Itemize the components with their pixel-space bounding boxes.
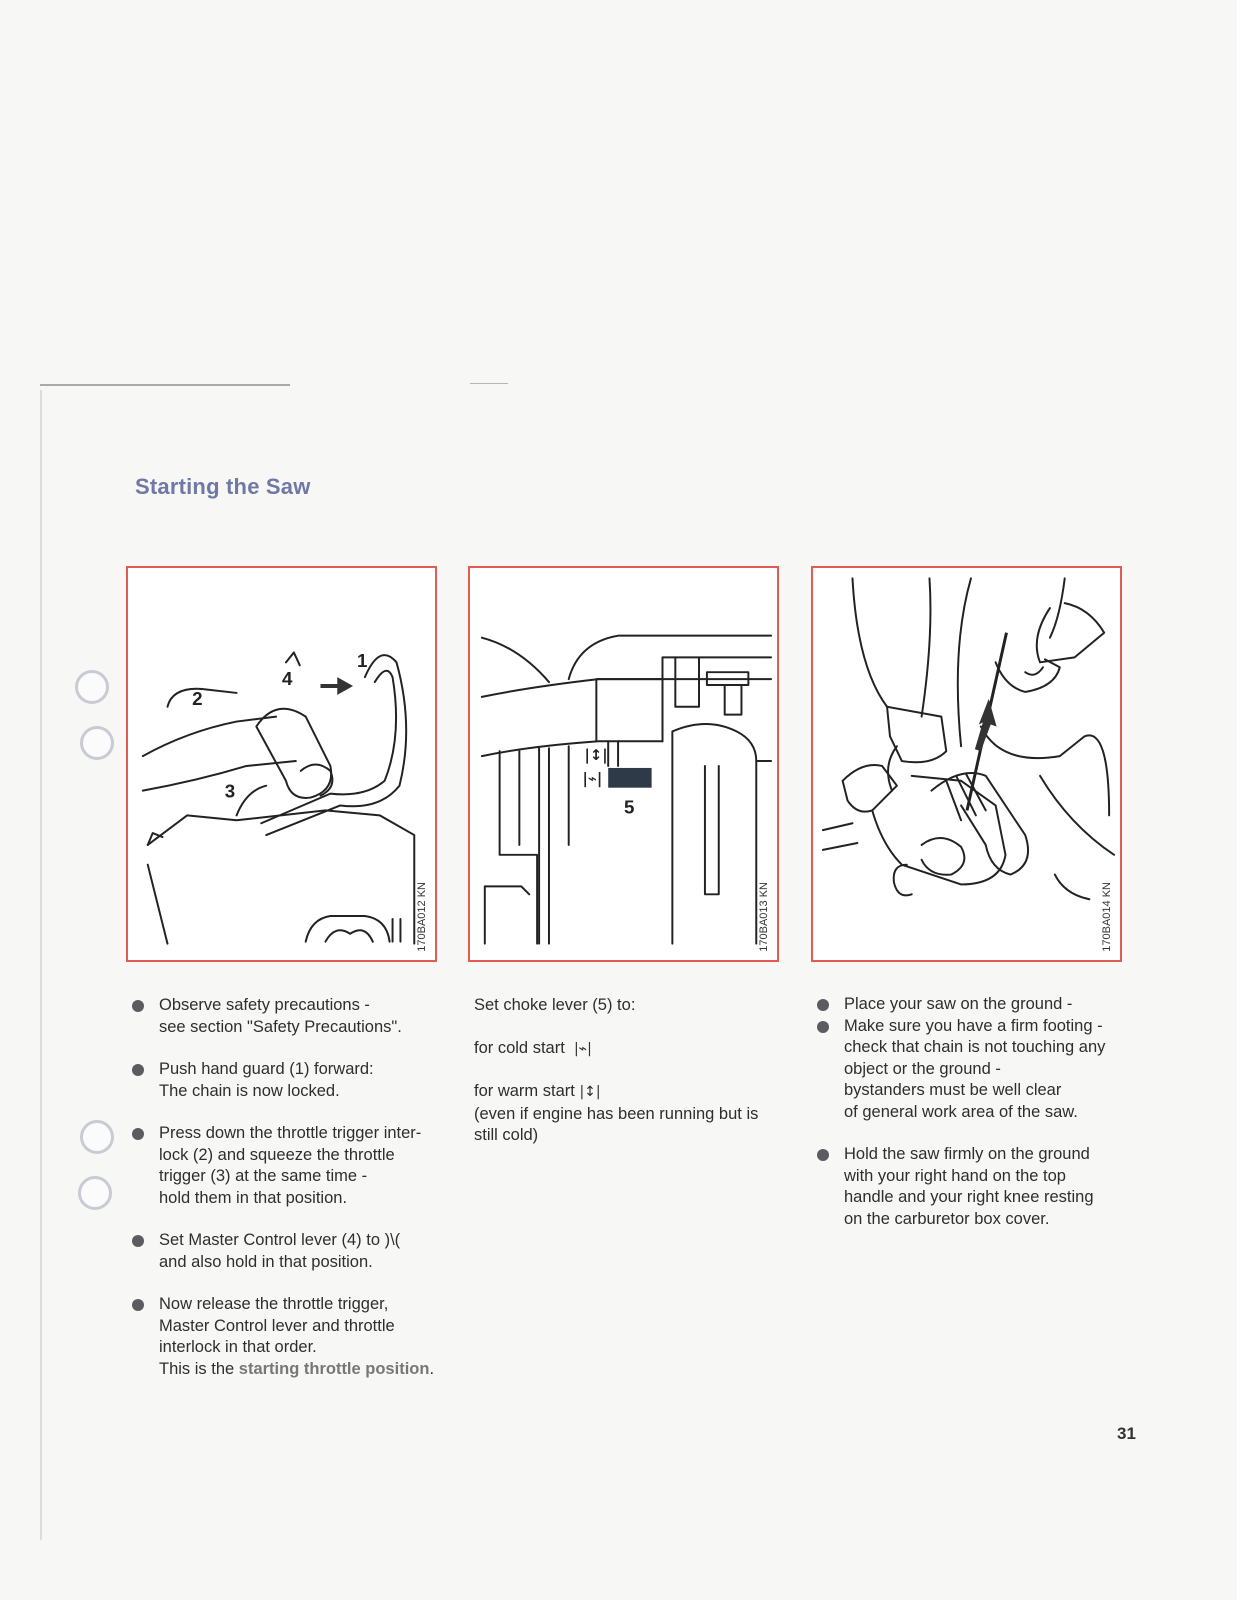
figure-code: 170BA013 KN [758,882,770,952]
column-right: Place your saw on the ground - Make sure… [817,994,1137,1230]
column-left: Observe safety precautions - see section… [132,995,452,1401]
cold-start-symbol: |⌁| [583,771,603,788]
list-item: Make sure you have a firm footing - chec… [817,1016,1137,1124]
binder-hole [78,1176,112,1210]
hand-guard-illustration: 1 2 3 4 [141,650,416,945]
figure-code: 170BA012 KN [416,882,428,952]
instruction-list: Place your saw on the ground - Make sure… [817,994,1137,1230]
cold-start-symbol: |⌁| [573,1040,592,1057]
choke-intro: Set choke lever (5) to: [474,996,636,1014]
callout-5: 5 [624,796,634,817]
list-item: Observe safety precautions - see section… [132,995,452,1038]
list-item: Press down the throttle trigger inter- l… [132,1123,452,1209]
binder-hole [80,1120,114,1154]
saw-on-ground-illustration [821,577,1116,901]
top-rule [40,384,290,386]
list-item: Place your saw on the ground - [817,994,1137,1016]
top-rule-fragment [470,383,508,384]
binder-hole [75,670,109,704]
list-item: Now release the throttle trigger, Master… [132,1294,452,1380]
binder-edge [40,390,42,1540]
callout-4: 4 [282,668,293,689]
list-item: Hold the saw firmly on the ground with y… [817,1144,1137,1230]
callout-3: 3 [225,781,235,802]
page-number: 31 [1117,1424,1136,1443]
cold-start-line: for cold start |⌁| [474,1038,592,1057]
warm-start-symbol: |↕| [585,747,608,764]
figure-hand-guard: 1 2 3 4 170BA012 KN [126,566,437,962]
binder-hole [80,726,114,760]
figure-code: 170BA014 KN [1101,882,1113,952]
warm-start-symbol: |↕| [579,1084,601,1100]
list-item: Set Master Control lever (4) to )\( and … [132,1230,452,1273]
column-middle: Set choke lever (5) to: for cold start |… [474,995,784,1147]
choke-lever-illustration: |↕| |⌁| 5 [480,634,773,945]
callout-2: 2 [192,688,202,709]
instruction-list: Observe safety precautions - see section… [132,995,452,1380]
starting-throttle-emphasis: starting throttle position [238,1359,430,1378]
figure-saw-on-ground: 170BA014 KN [811,566,1122,962]
list-item: Push hand guard (1) forward: The chain i… [132,1059,452,1102]
callout-1: 1 [357,650,367,671]
page-title: Starting the Saw [135,474,311,499]
warm-start-line: for warm start |↕| [474,1082,601,1100]
figure-choke-lever: |↕| |⌁| 5 170BA013 KN [468,566,779,962]
